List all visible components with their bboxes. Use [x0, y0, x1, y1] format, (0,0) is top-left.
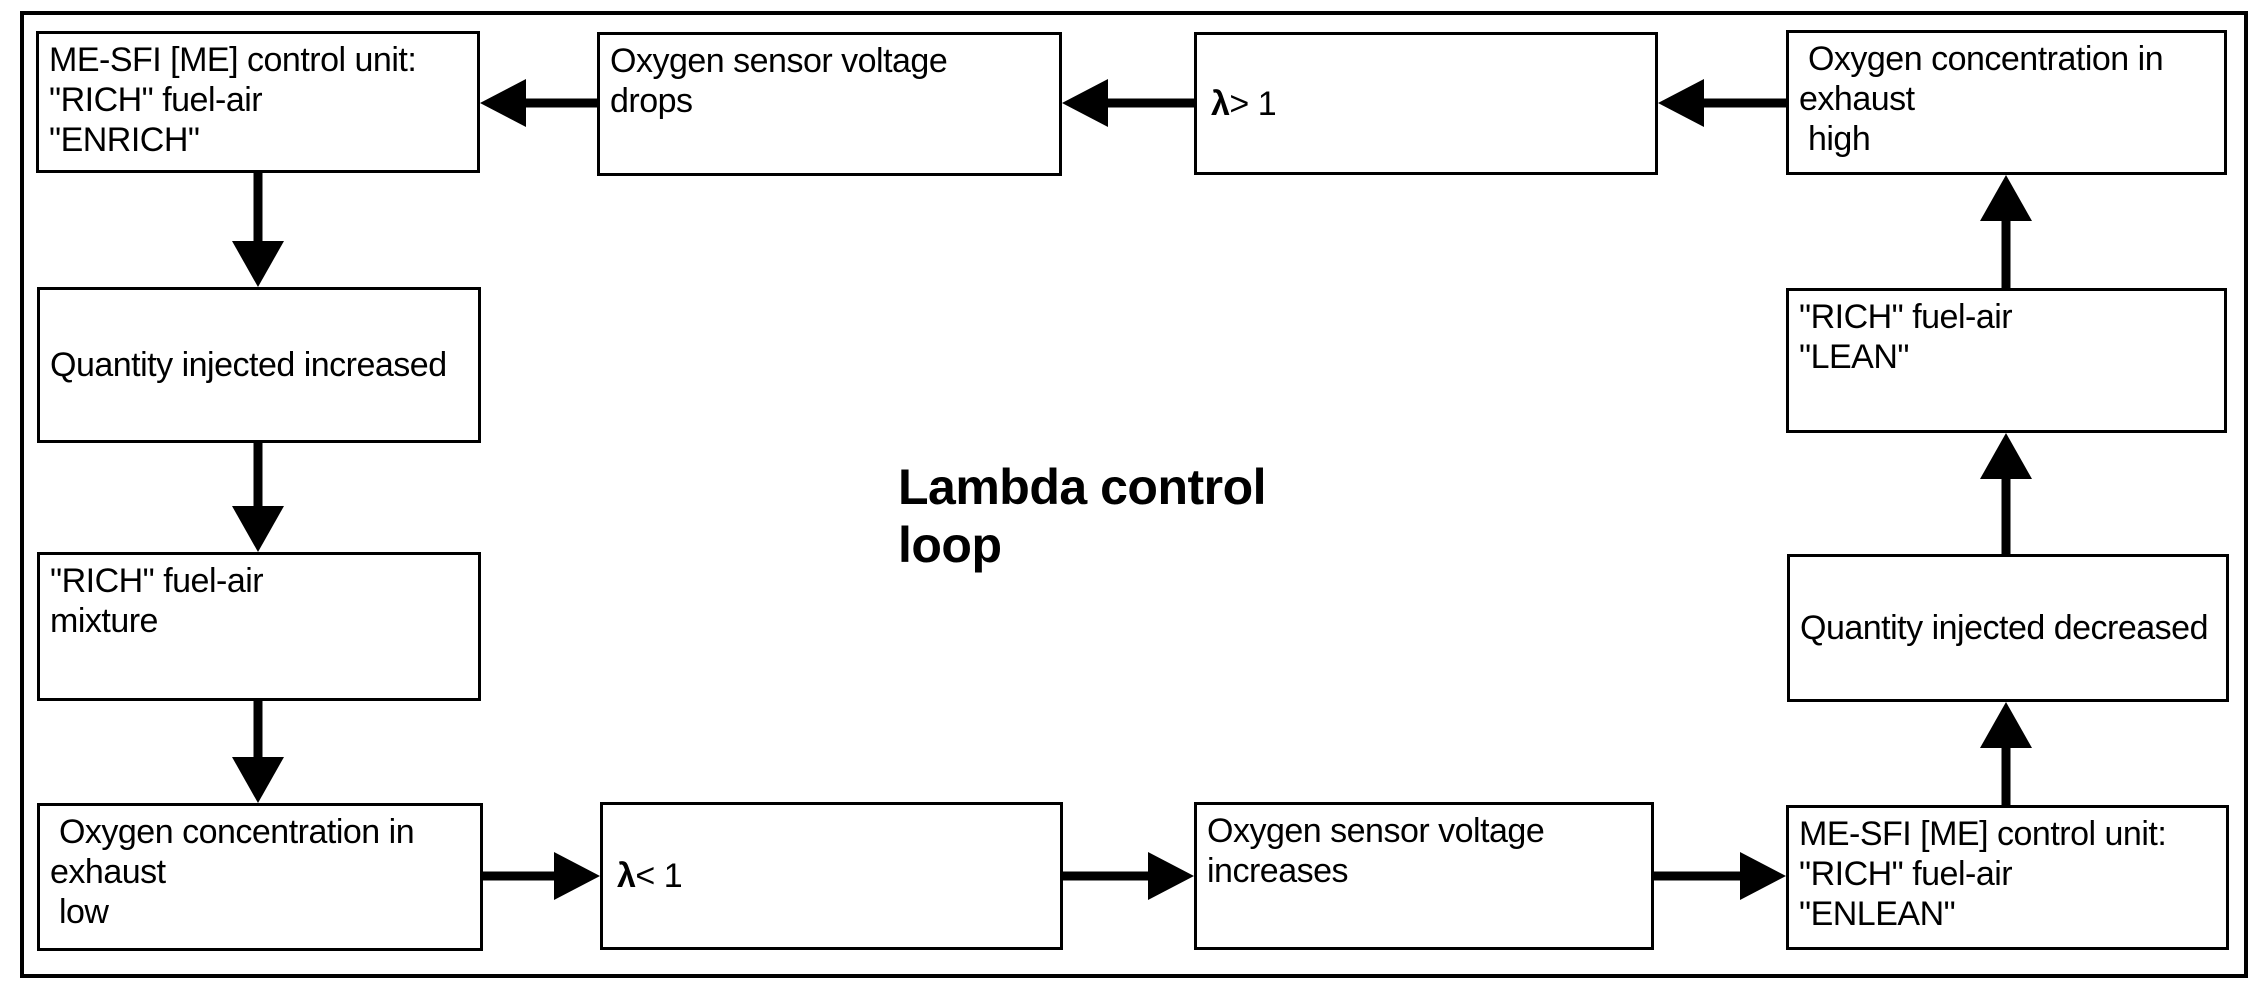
arrow-stem — [1100, 98, 1194, 108]
arrow-stem — [1696, 98, 1786, 108]
arrow-stem — [2001, 213, 2011, 288]
arrow-stem — [253, 701, 263, 765]
arrow-down-icon — [232, 443, 284, 552]
box-text: Oxygen concentration in exhaust low — [50, 813, 415, 931]
arrow-stem — [2001, 471, 2011, 554]
arrow-head — [1062, 79, 1108, 127]
box-rich-lean: "RICH" fuel-air "LEAN" — [1786, 288, 2227, 433]
arrow-left-icon — [1658, 79, 1786, 127]
box-text: "RICH" fuel-air mixture — [50, 562, 264, 640]
box-quantity-injected-decreased: Quantity injected decreased — [1787, 554, 2229, 702]
box-text: Quantity injected decreased — [1800, 609, 2208, 647]
box-oxygen-concentration-low: Oxygen concentration in exhaust low — [37, 803, 483, 951]
arrow-stem — [483, 871, 562, 881]
arrow-stem — [253, 443, 263, 514]
lambda-condition: > 1 — [1229, 84, 1277, 123]
arrow-left-icon — [480, 79, 597, 127]
box-text: "RICH" fuel-air "LEAN" — [1799, 298, 2013, 376]
lambda-symbol: λ — [1211, 84, 1230, 123]
arrow-stem — [518, 98, 597, 108]
box-rich-mixture: "RICH" fuel-air mixture — [37, 552, 481, 701]
arrow-head — [1658, 79, 1704, 127]
arrow-head — [232, 241, 284, 287]
arrow-right-icon — [1654, 852, 1786, 900]
arrow-head — [1980, 175, 2032, 221]
arrow-down-icon — [232, 701, 284, 803]
box-me-sfi-enlean: ME-SFI [ME] control unit: "RICH" fuel-ai… — [1786, 805, 2229, 950]
box-text: Oxygen sensor voltage drops — [610, 42, 948, 120]
arrow-stem — [253, 173, 263, 249]
box-text: Oxygen sensor voltage increases — [1207, 812, 1545, 890]
box-text: ME-SFI [ME] control unit: "RICH" fuel-ai… — [1799, 815, 2167, 933]
arrow-head — [1148, 852, 1194, 900]
box-text: Quantity injected increased — [50, 346, 447, 384]
box-me-sfi-enrich: ME-SFI [ME] control unit: "RICH" fuel-ai… — [36, 31, 480, 173]
lambda-symbol: λ — [617, 857, 636, 895]
diagram-border — [20, 11, 2248, 978]
arrow-right-icon — [483, 852, 600, 900]
arrow-head — [232, 757, 284, 803]
arrow-up-icon — [1980, 175, 2032, 288]
lambda-condition: < 1 — [635, 857, 683, 895]
arrow-stem — [2001, 740, 2011, 805]
arrow-up-icon — [1980, 702, 2032, 805]
arrow-right-icon — [1063, 852, 1194, 900]
box-lambda-lt-1: λ< 1 — [600, 802, 1063, 950]
arrow-head — [1740, 852, 1786, 900]
arrow-stem — [1654, 871, 1748, 881]
arrow-head — [480, 79, 526, 127]
box-oxygen-voltage-increases: Oxygen sensor voltage increases — [1194, 802, 1654, 950]
box-oxygen-concentration-high: Oxygen concentration in exhaust high — [1786, 30, 2227, 175]
arrow-head — [1980, 433, 2032, 479]
arrow-down-icon — [232, 173, 284, 287]
arrow-head — [232, 506, 284, 552]
box-quantity-injected-increased: Quantity injected increased — [37, 287, 481, 443]
box-text: Oxygen concentration in exhaust high — [1799, 40, 2164, 158]
arrow-left-icon — [1062, 79, 1194, 127]
box-lambda-gt-1: λ> 1 — [1194, 32, 1658, 175]
arrow-head — [1980, 702, 2032, 748]
arrow-up-icon — [1980, 433, 2032, 554]
box-text: ME-SFI [ME] control unit: "RICH" fuel-ai… — [49, 41, 417, 159]
diagram-title: Lambda control loop — [898, 459, 1267, 573]
arrow-head — [554, 852, 600, 900]
arrow-stem — [1063, 871, 1156, 881]
box-oxygen-voltage-drops: Oxygen sensor voltage drops — [597, 32, 1062, 176]
